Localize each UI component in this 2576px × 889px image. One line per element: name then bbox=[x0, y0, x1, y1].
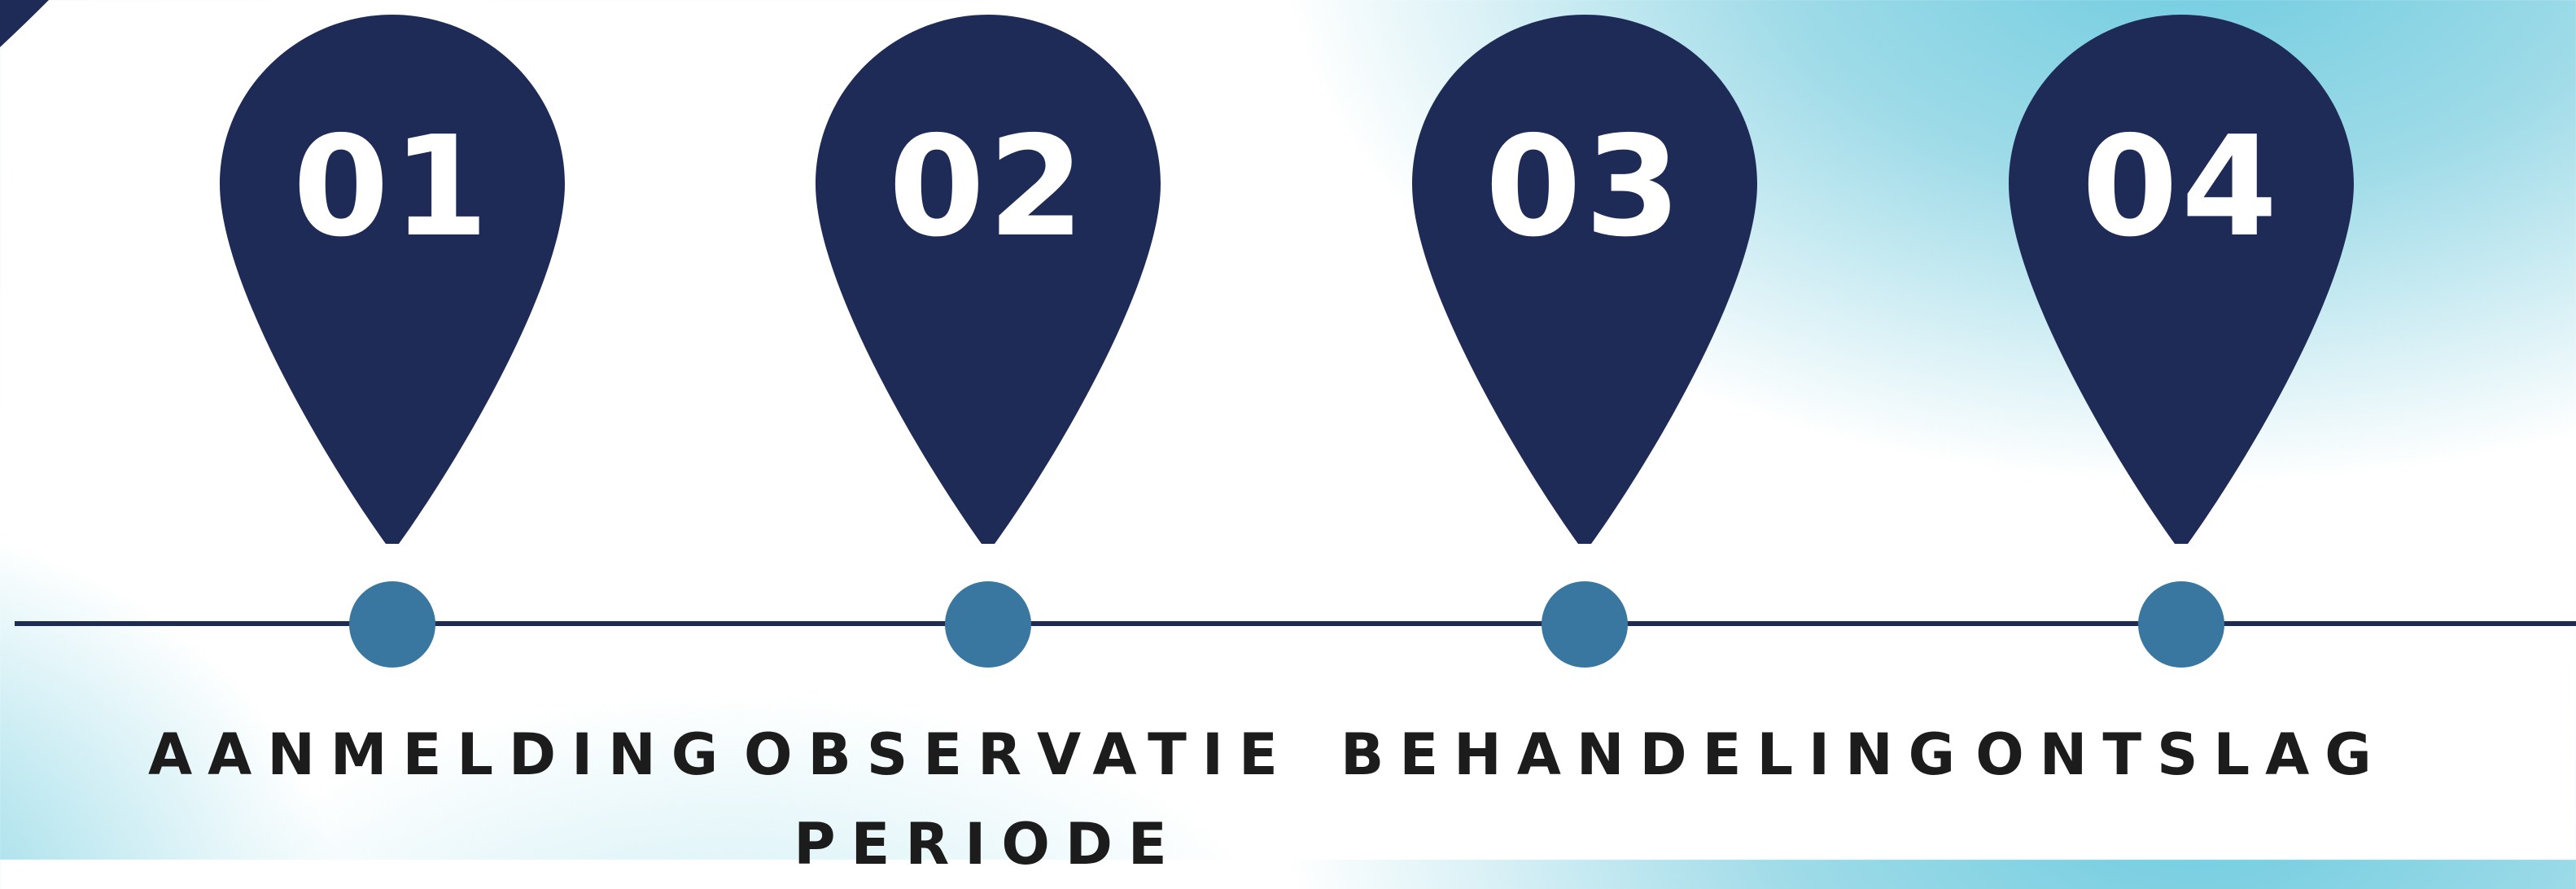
step-number: 02 bbox=[888, 107, 1088, 268]
step-label: ONTSLAG bbox=[1975, 721, 2387, 788]
step-label: AANMELDING bbox=[148, 721, 734, 788]
map-pin-icon bbox=[816, 15, 1161, 544]
step-number: 01 bbox=[292, 107, 492, 268]
timeline-dot bbox=[945, 581, 1031, 668]
timeline-dot bbox=[1542, 581, 1628, 668]
map-pin-icon bbox=[2009, 15, 2354, 544]
timeline-dot bbox=[349, 581, 435, 668]
step-behandeling: 03 BEHANDELING bbox=[1340, 0, 1971, 860]
step-aanmelding: 01 AANMELDING bbox=[148, 0, 734, 860]
step-observatie-periode: 02 OBSERVATIE PERIODE bbox=[744, 0, 1278, 878]
map-pin-icon bbox=[1412, 15, 1757, 544]
step-number: 04 bbox=[2081, 107, 2281, 268]
timeline-line bbox=[15, 621, 2576, 626]
step-number: 03 bbox=[1485, 107, 1685, 268]
timeline-dot bbox=[2138, 581, 2224, 668]
corner-decoration bbox=[0, 0, 49, 47]
map-pin-icon bbox=[220, 15, 565, 544]
step-ontslag: 04 ONTSLAG bbox=[1937, 0, 2425, 860]
step-label: OBSERVATIE PERIODE bbox=[744, 721, 1293, 878]
step-label: BEHANDELING bbox=[1340, 721, 1971, 788]
